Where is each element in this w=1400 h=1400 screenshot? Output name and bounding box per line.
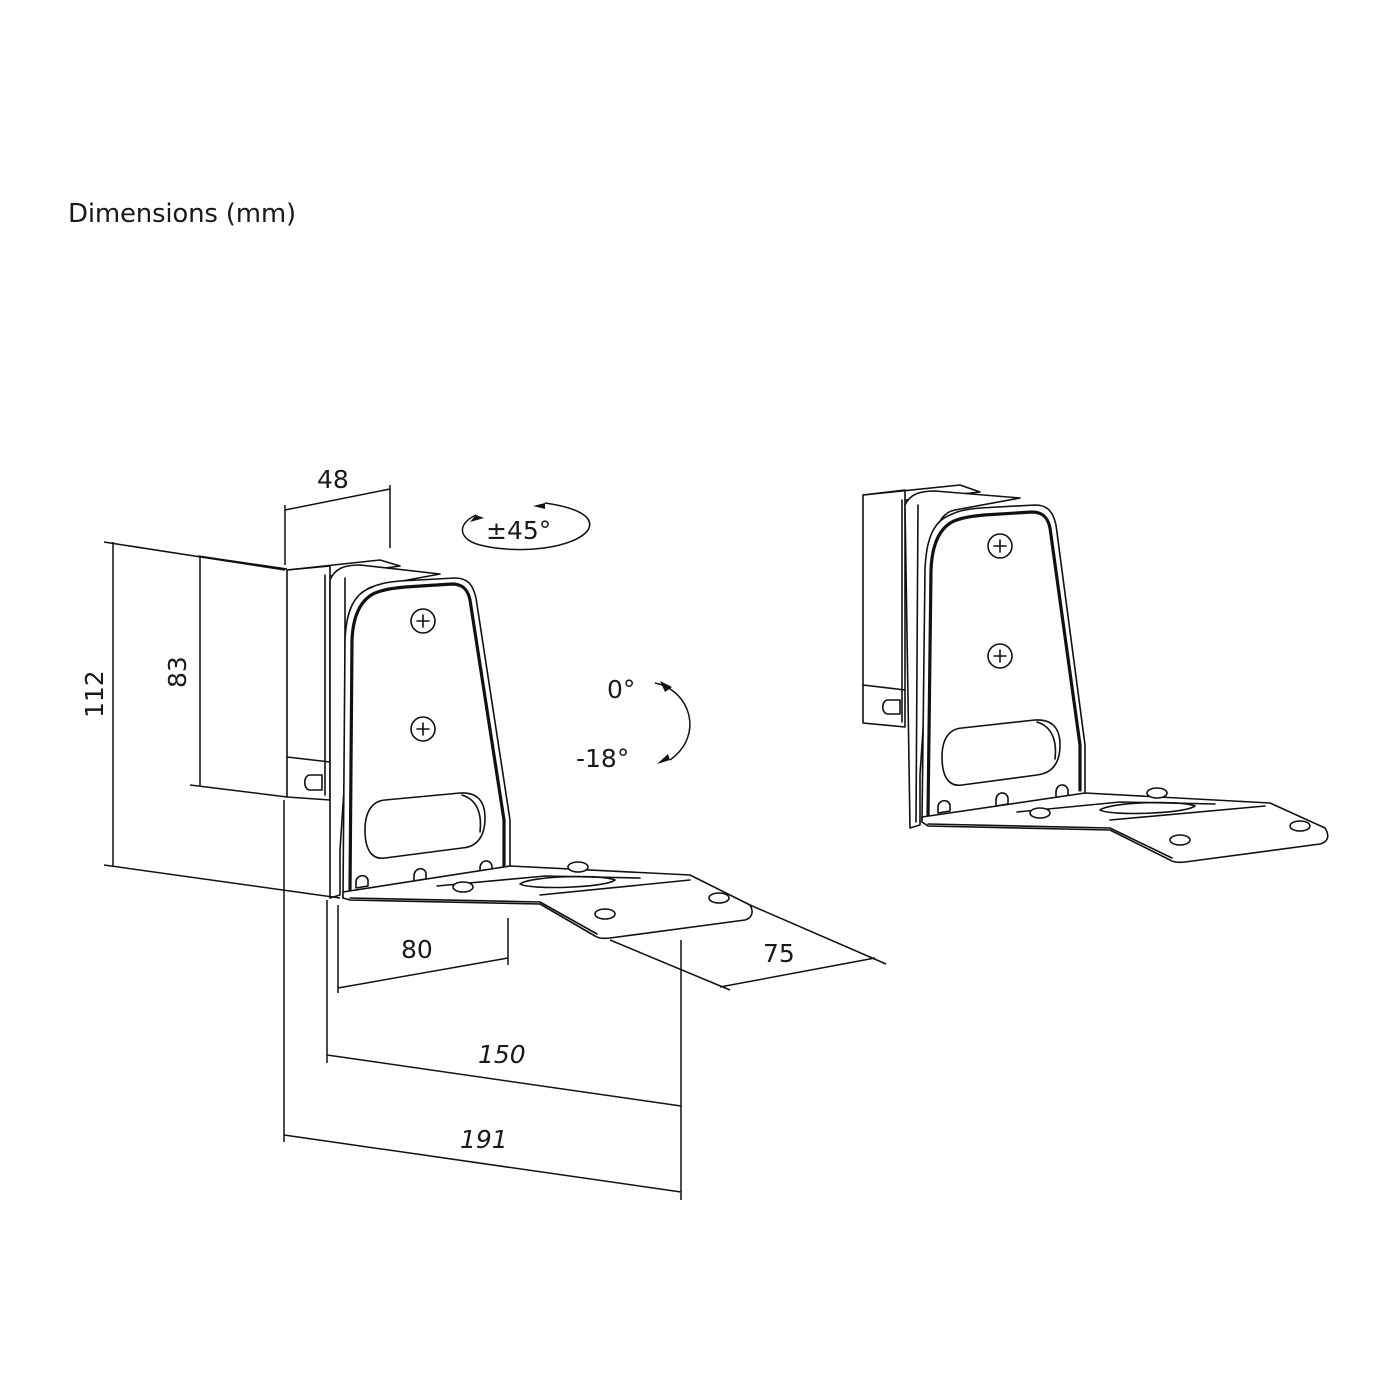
- dim-191-label: 191: [460, 1125, 508, 1154]
- dimension-lines: [103, 485, 887, 1200]
- screw-icon: [987, 533, 1013, 559]
- dim-75-line: [609, 904, 887, 991]
- dim-150-label: 150: [478, 1040, 526, 1069]
- tilt-max-label: 0°: [607, 675, 635, 704]
- page-title: Dimensions (mm): [68, 199, 296, 229]
- dim-80-line: [337, 905, 509, 993]
- bracket-dimensioned: [286, 559, 753, 940]
- tilt-arrow-icon: [654, 682, 691, 761]
- dim-48-label: 48: [317, 465, 349, 494]
- arm-cutout: [519, 875, 616, 889]
- dim-83-line: [189, 555, 288, 798]
- adjustment-slot: [941, 719, 1061, 786]
- tilt-min-label: -18°: [576, 744, 629, 773]
- tilt-indicator: 0° -18°: [576, 675, 691, 773]
- screw-icon: [410, 608, 436, 634]
- arm-cutout: [1099, 801, 1196, 815]
- screw-icon: [410, 716, 436, 742]
- wall-block: [286, 565, 331, 801]
- dim-75-label: 75: [763, 939, 795, 968]
- screw-icon: [987, 643, 1013, 669]
- locking-knob: [881, 699, 901, 715]
- dim-191-line: [283, 1106, 682, 1200]
- dim-83-label: 83: [163, 656, 192, 688]
- swivel-label: ±45°: [486, 516, 551, 545]
- dim-150-line: [326, 900, 682, 1107]
- dim-80-label: 80: [401, 935, 433, 964]
- bracket-perspective: [862, 484, 1329, 864]
- wall-block: [862, 489, 906, 728]
- swivel-arrow-icon: [461, 502, 591, 551]
- adjustment-slot: [364, 792, 486, 859]
- mounting-arm: [921, 792, 1329, 864]
- dim-112-line: [103, 541, 341, 899]
- swivel-indicator: ±45°: [461, 502, 591, 551]
- locking-knob: [303, 774, 323, 791]
- dim-112-label: 112: [80, 670, 109, 718]
- dim-48-line: [284, 485, 391, 565]
